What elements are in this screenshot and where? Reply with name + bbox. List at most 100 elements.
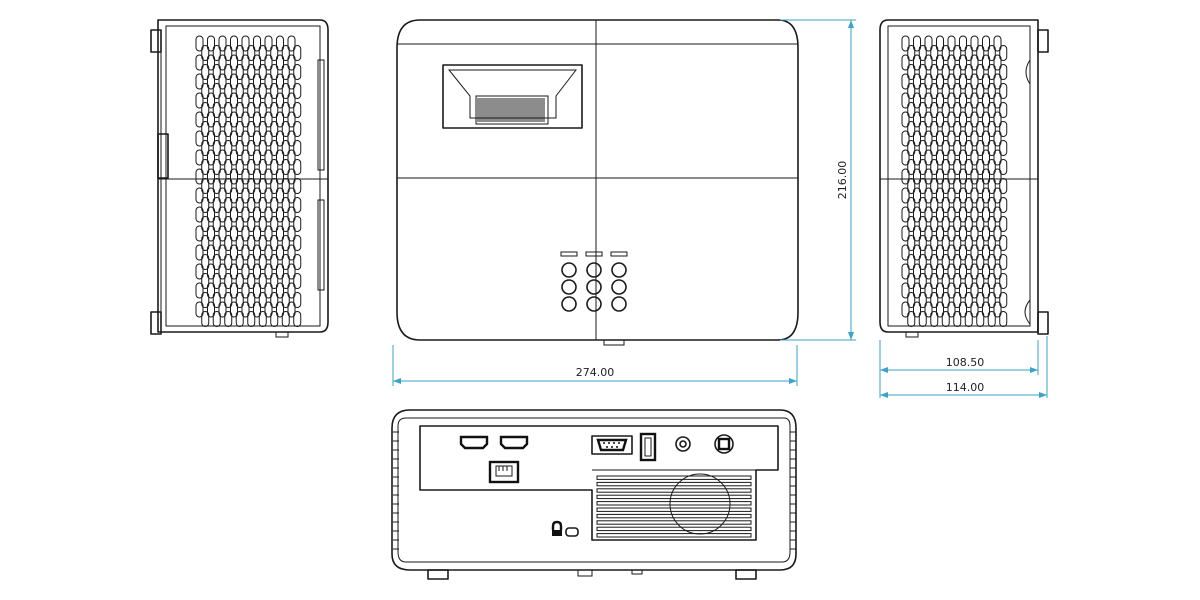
vent-slot [924, 168, 933, 185]
vent-slot [930, 216, 939, 232]
vent-slot [999, 45, 1008, 61]
vent-slot [993, 73, 1002, 90]
vent-slot [936, 149, 944, 166]
vent-slot [987, 45, 996, 61]
vent-slot [230, 168, 238, 185]
vent-slot [924, 73, 933, 90]
vent-slot [947, 111, 956, 128]
vent-slot [235, 178, 244, 194]
vent-slot [230, 54, 238, 71]
height-dimension-label: 216.00 [836, 161, 849, 200]
vent-slot [195, 301, 204, 318]
vent-slot [970, 149, 979, 166]
vent-slot [207, 301, 215, 318]
vent-slot [287, 168, 296, 185]
vent-slot [976, 64, 985, 80]
vent-slot [212, 102, 221, 118]
vent-slot [207, 282, 215, 299]
vent-slot [999, 216, 1008, 232]
vent-slot [195, 187, 204, 204]
vent-slot [207, 54, 215, 71]
vent-slot [258, 102, 267, 118]
vent-slot [207, 206, 215, 223]
vent-slot [907, 178, 916, 194]
vent-slot [959, 130, 967, 147]
vent-slot [218, 244, 227, 261]
vent-slot [253, 225, 261, 242]
vent-slot [924, 225, 933, 242]
vent-slot [982, 130, 990, 147]
vent-slot [901, 111, 910, 128]
vent-slot [970, 301, 979, 318]
vent-slot [281, 197, 290, 213]
rear-side-ribs [393, 431, 796, 550]
vent-slot [241, 225, 250, 242]
vent-slot [953, 159, 962, 175]
vent-slot [976, 216, 985, 232]
vent-slot [258, 140, 267, 156]
vent-slot [253, 187, 261, 204]
vent-slot [195, 263, 204, 280]
vent-slot [982, 263, 990, 280]
vent-slot [901, 149, 910, 166]
vent-slot [230, 130, 238, 147]
vent-slot [976, 45, 985, 61]
vent-slot [947, 73, 956, 90]
vent-slot [195, 35, 204, 52]
vent-slot [936, 263, 944, 280]
vent-slot [293, 273, 302, 289]
vent-slot [287, 111, 296, 128]
vent-slot [982, 54, 990, 71]
vent-slot [982, 225, 990, 242]
vent-slot [999, 178, 1008, 194]
vent-slot [970, 92, 979, 109]
vent-slot [987, 311, 996, 327]
vent-slot [207, 225, 215, 242]
vent-slot [201, 102, 210, 118]
vent-slot [941, 45, 950, 61]
vent-slot [276, 206, 284, 223]
vent-slot [287, 263, 296, 280]
vent-slot [901, 35, 910, 52]
vent-slot [264, 111, 273, 128]
vent-slot [224, 178, 233, 194]
vent-slot [970, 111, 979, 128]
vent-slot [201, 273, 210, 289]
lan-port [488, 460, 520, 484]
vent-slot [224, 102, 233, 118]
vent-slot [959, 149, 967, 166]
vent-slot [235, 311, 244, 327]
vent-slot [270, 45, 279, 61]
vent-slot [293, 140, 302, 156]
vent-slot [907, 197, 916, 213]
vent-slot [235, 45, 244, 61]
vent-slot [293, 254, 302, 270]
vent-slat [596, 494, 752, 500]
vent-slot [918, 159, 927, 175]
vent-slot [201, 235, 210, 251]
vent-slot [235, 64, 244, 80]
height-dimension: 216.00 [780, 19, 856, 341]
vent-slot [293, 197, 302, 213]
vent-slot [276, 282, 284, 299]
vent-slot [224, 64, 233, 80]
vent-slot [201, 216, 210, 232]
vent-slot [253, 244, 261, 261]
vent-slot [212, 216, 221, 232]
vent-slot [258, 197, 267, 213]
vent-slot [218, 168, 227, 185]
vent-slot [235, 159, 244, 175]
vent-slot [964, 273, 973, 289]
vent-slot [970, 225, 979, 242]
vent-slot [901, 168, 910, 185]
vent-slot [918, 273, 927, 289]
vent-slot [224, 273, 233, 289]
vent-slot [241, 263, 250, 280]
vent-slot [276, 187, 284, 204]
vent-slot [241, 301, 250, 318]
vent-slot [953, 254, 962, 270]
vent-slot [258, 83, 267, 99]
vent-slot [936, 225, 944, 242]
vent-slot [224, 159, 233, 175]
vent-slot [959, 111, 967, 128]
